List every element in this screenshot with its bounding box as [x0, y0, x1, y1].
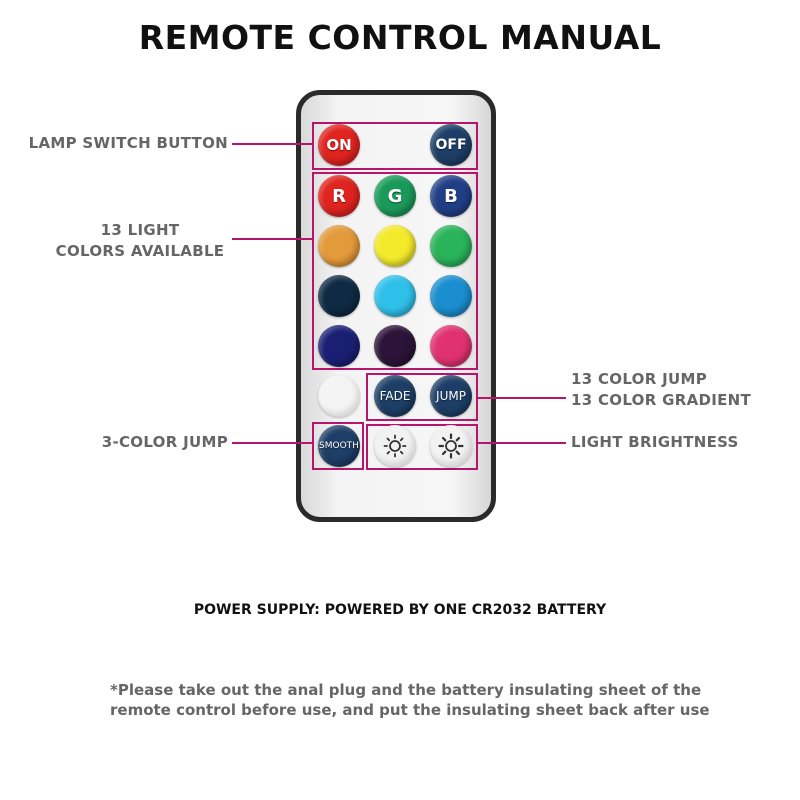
highlight-fade-jump — [366, 373, 478, 421]
brightness-down-button[interactable] — [374, 425, 416, 467]
indigo-color-button[interactable] — [318, 325, 360, 367]
usage-note: *Please take out the anal plug and the b… — [110, 681, 710, 719]
fade-button[interactable]: FADE — [374, 375, 416, 417]
highlight-smooth — [312, 422, 364, 470]
off-button[interactable]: OFF — [430, 124, 472, 166]
emerald-color-button[interactable] — [430, 225, 472, 267]
connector-colors — [232, 238, 312, 240]
pink-color-button[interactable] — [430, 325, 472, 367]
lamp-switch-label: LAMP SWITCH BUTTON — [28, 134, 228, 152]
connector-lamp-switch — [232, 143, 312, 145]
sun-bright-icon — [438, 433, 464, 459]
highlight-brightness — [366, 424, 478, 470]
page-title: REMOTE CONTROL MANUAL — [138, 18, 662, 57]
connector-brightness — [478, 442, 566, 444]
connector-three-color — [232, 442, 312, 444]
yellow-color-button[interactable] — [374, 225, 416, 267]
jump-label-line1: 13 COLOR JUMP — [571, 370, 707, 388]
ocean-color-button[interactable] — [430, 275, 472, 317]
jump-button[interactable]: JUMP — [430, 375, 472, 417]
on-button[interactable]: ON — [318, 124, 360, 166]
three-color-jump-label: 3-COLOR JUMP — [101, 433, 228, 451]
white-color-button[interactable] — [318, 375, 360, 417]
green-button[interactable]: G — [374, 175, 416, 217]
color-jump-gradient-label: 13 COLOR JUMP 13 COLOR GRADIENT — [571, 369, 771, 411]
smooth-button[interactable]: SMOOTH — [318, 425, 360, 467]
jump-label-line2: 13 COLOR GRADIENT — [571, 391, 752, 409]
colors-available-label: 13 LIGHT COLORS AVAILABLE — [40, 220, 240, 262]
red-button[interactable]: R — [318, 175, 360, 217]
plum-color-button[interactable] — [374, 325, 416, 367]
highlight-color-buttons — [312, 172, 478, 370]
colors-label-line2: COLORS AVAILABLE — [55, 242, 225, 260]
navy-color-button[interactable] — [318, 275, 360, 317]
sky-color-button[interactable] — [374, 275, 416, 317]
connector-jump — [478, 397, 566, 399]
power-supply-text: POWER SUPPLY: POWERED BY ONE CR2032 BATT… — [193, 602, 607, 618]
light-brightness-label: LIGHT BRIGHTNESS — [571, 433, 739, 451]
blue-button[interactable]: B — [430, 175, 472, 217]
highlight-power-buttons — [312, 122, 478, 170]
brightness-up-button[interactable] — [430, 425, 472, 467]
orange-color-button[interactable] — [318, 225, 360, 267]
sun-dim-icon — [383, 434, 407, 458]
colors-label-line1: 13 LIGHT — [100, 221, 180, 239]
